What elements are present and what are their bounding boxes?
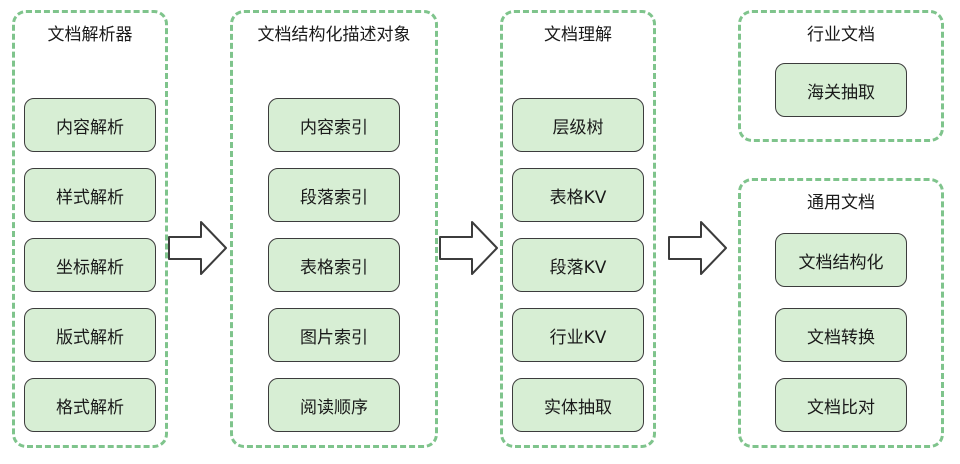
node-content-index: 内容索引 (268, 98, 400, 152)
node-paragraph-kv: 段落KV (512, 238, 644, 292)
node-style-parse: 样式解析 (24, 168, 156, 222)
group-structured-description: 文档结构化描述对象 内容索引 段落索引 表格索引 图片索引 阅读顺序 (230, 10, 438, 448)
node-document-comparison: 文档比对 (775, 378, 907, 432)
flow-arrow-icon (168, 221, 227, 275)
node-reading-order: 阅读顺序 (268, 378, 400, 432)
node-content-parse: 内容解析 (24, 98, 156, 152)
node-layout-parse: 版式解析 (24, 308, 156, 362)
node-entity-extraction: 实体抽取 (512, 378, 644, 432)
flow-arrow-icon (439, 221, 498, 275)
node-format-parse: 格式解析 (24, 378, 156, 432)
flow-arrow-icon (668, 221, 727, 275)
node-paragraph-index: 段落索引 (268, 168, 400, 222)
group-industry-documents: 行业文档 海关抽取 (738, 10, 944, 142)
node-table-index: 表格索引 (268, 238, 400, 292)
group-document-parser: 文档解析器 内容解析 样式解析 坐标解析 版式解析 格式解析 (12, 10, 168, 448)
node-image-index: 图片索引 (268, 308, 400, 362)
node-coordinate-parse: 坐标解析 (24, 238, 156, 292)
group-title: 行业文档 (807, 25, 875, 45)
group-general-documents: 通用文档 文档结构化 文档转换 文档比对 (738, 178, 944, 448)
group-title: 文档解析器 (47, 25, 133, 45)
group-title: 文档结构化描述对象 (257, 25, 411, 45)
group-document-understanding: 文档理解 层级树 表格KV 段落KV 行业KV 实体抽取 (500, 10, 656, 448)
group-title: 文档理解 (544, 25, 612, 45)
node-hierarchy-tree: 层级树 (512, 98, 644, 152)
node-customs-extraction: 海关抽取 (775, 63, 907, 117)
group-title: 通用文档 (807, 193, 875, 213)
node-document-conversion: 文档转换 (775, 308, 907, 362)
node-table-kv: 表格KV (512, 168, 644, 222)
node-document-structuring: 文档结构化 (775, 233, 907, 287)
node-industry-kv: 行业KV (512, 308, 644, 362)
